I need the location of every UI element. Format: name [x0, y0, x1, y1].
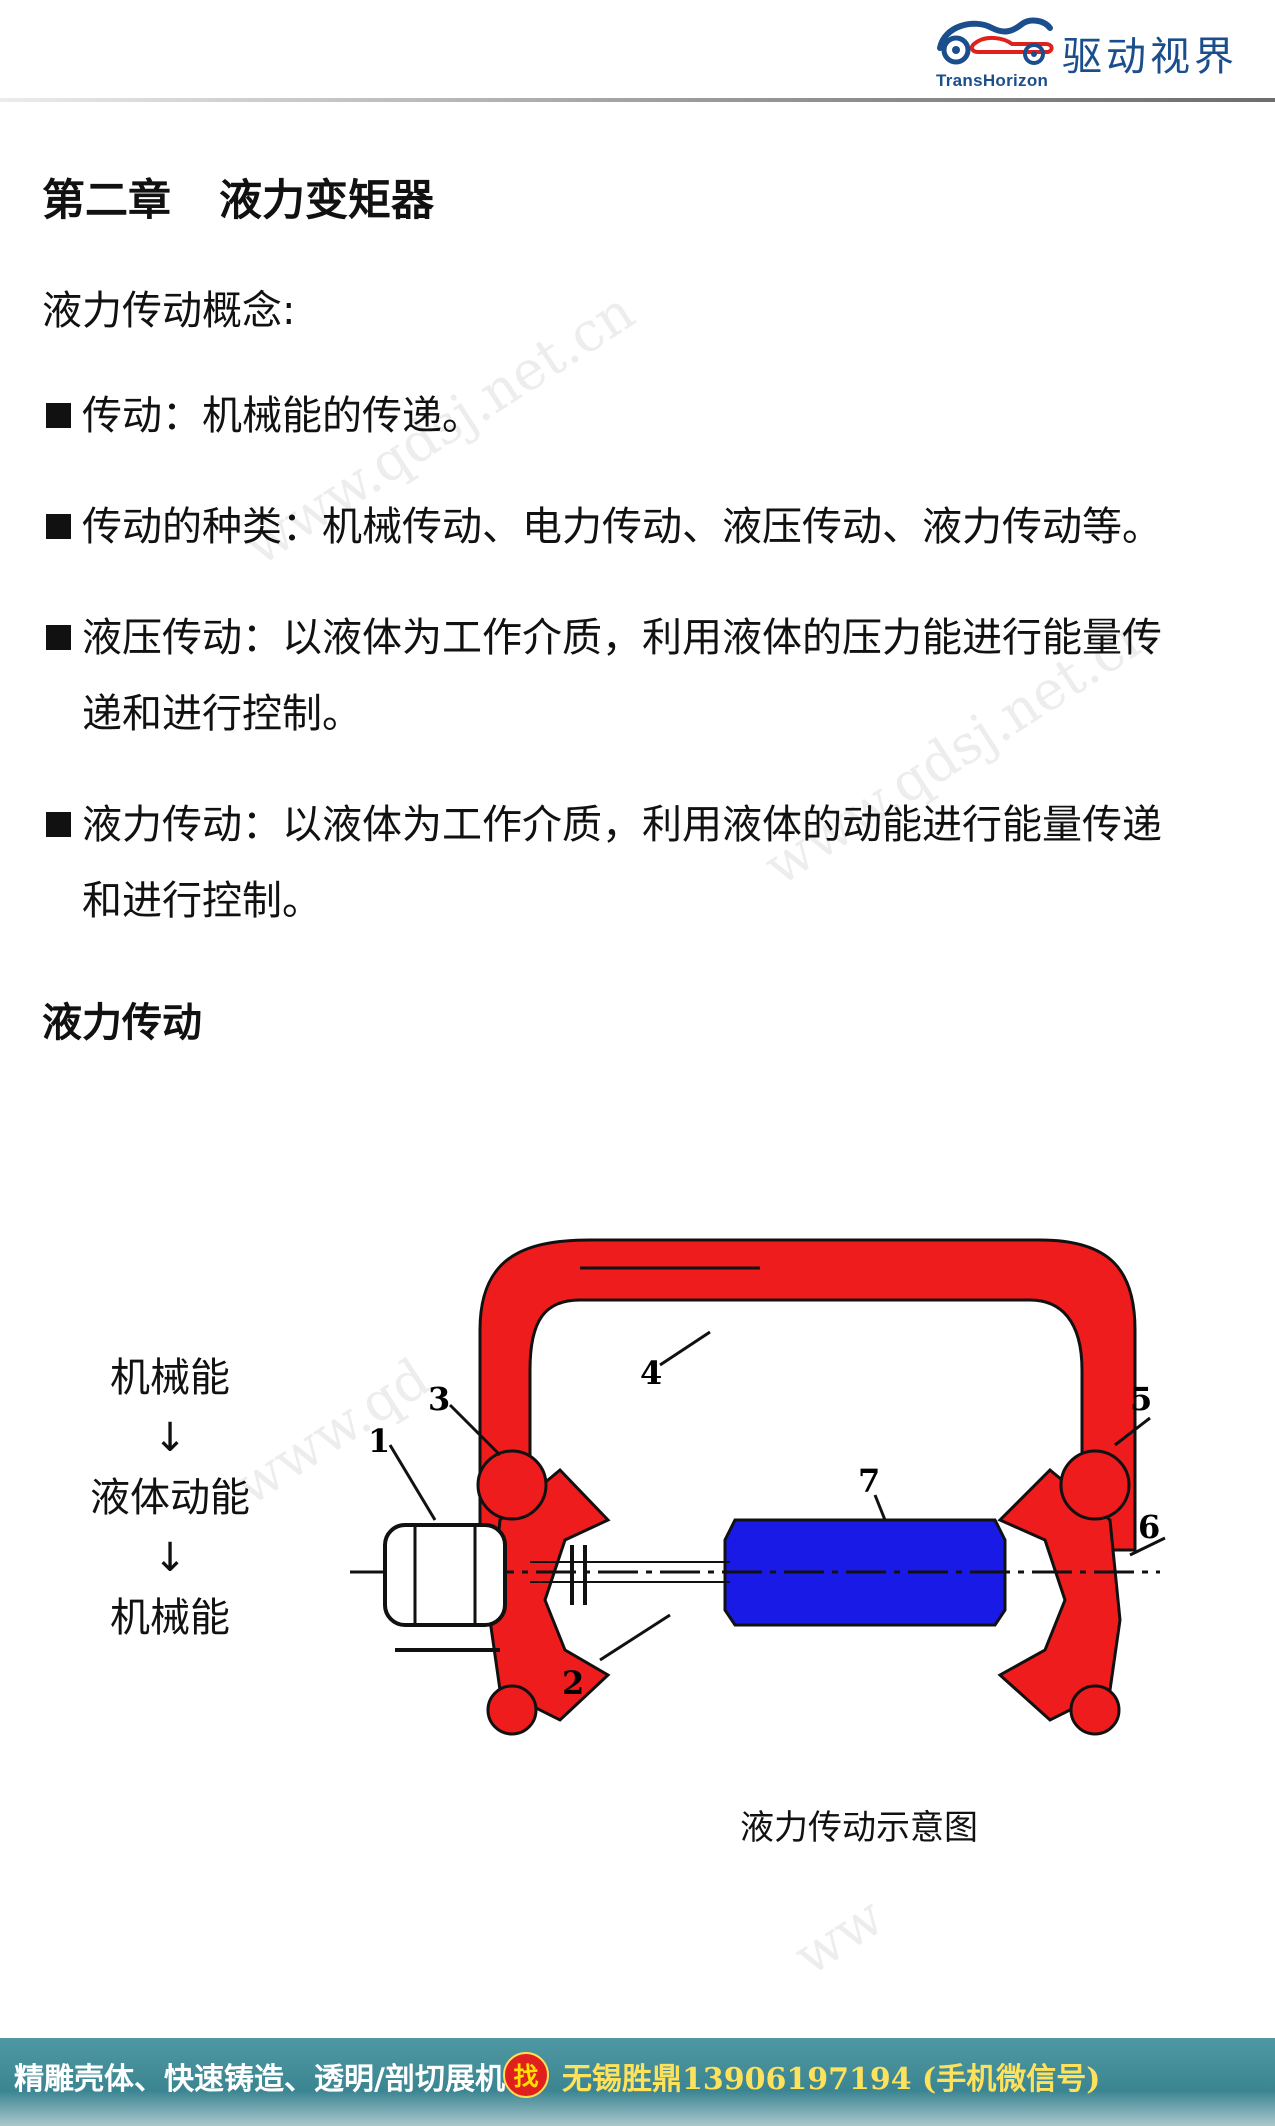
bullet-item: 液力传动：以液体为工作介质，利用液体的动能进行能量传递 和进行控制。	[42, 787, 1242, 939]
housing-loop	[478, 1238, 1137, 1552]
square-bullet-icon	[46, 625, 71, 650]
down-arrow-icon: ↓	[153, 1535, 187, 1581]
bullet-text: 液压传动：以液体为工作介质，利用液体的压力能进行能量传	[82, 615, 1162, 661]
car-swirl-logo-icon	[937, 17, 1054, 65]
chapter-name: 液力变矩器	[219, 176, 434, 226]
footer-contact: 无锡胜鼎13906197194 (手机微信号)	[562, 2062, 1101, 2097]
flow-step: 机械能	[110, 1355, 230, 1401]
energy-flow: 机械能 ↓ 液体动能 ↓ 机械能	[60, 1348, 280, 1648]
diagram-label: 1	[368, 1422, 390, 1460]
bullet-item: 液压传动：以液体为工作介质，利用液体的压力能进行能量传 递和进行控制。	[42, 600, 1242, 752]
square-bullet-icon	[46, 514, 71, 539]
brand-name-en: TransHorizon	[936, 71, 1049, 90]
section-heading: 液力传动	[42, 1000, 202, 1046]
bullet-text: 液力传动：以液体为工作介质，利用液体的动能进行能量传递	[82, 802, 1162, 848]
chapter-number: 第二章	[42, 176, 171, 226]
bullet-text-continued: 和进行控制。	[82, 878, 322, 924]
down-arrow-icon: ↓	[153, 1415, 187, 1461]
diagram-label: 5	[1130, 1380, 1152, 1418]
diagram-label: 2	[562, 1664, 584, 1702]
pump-wheel	[488, 1467, 611, 1722]
hydraulic-coupling-diagram: 1 2 3 4 5 6 7	[350, 1238, 1166, 1736]
bullet-item: 传动：机械能的传递。	[42, 378, 1242, 454]
diagram-caption: 液力传动示意图	[740, 1808, 978, 1848]
footer-left-text: 精雕壳体、快速铸造、透明/剖切展机	[14, 2062, 505, 2097]
bullet-item: 传动的种类：机械传动、电力传动、液压传动、液力传动等。	[42, 489, 1242, 565]
square-bullet-icon	[46, 812, 71, 837]
footer-banner: 精雕壳体、快速铸造、透明/剖切展机 找 无锡胜鼎13906197194 (手机微…	[0, 2038, 1275, 2126]
bullet-text: 传动的种类：机械传动、电力传动、液压传动、液力传动等。	[82, 504, 1162, 550]
bullet-text-continued: 递和进行控制。	[82, 691, 362, 737]
footer-badge: 找	[503, 2052, 549, 2098]
diagram-label: 6	[1138, 1508, 1160, 1546]
flow-step: 机械能	[110, 1595, 230, 1641]
concept-heading: 液力传动概念:	[42, 288, 296, 334]
brand-name-cn: 驱动视界	[1062, 34, 1238, 80]
diagram-label: 3	[428, 1380, 450, 1418]
watermark: ww	[782, 1884, 895, 1988]
chapter-title: 第二章液力变矩器	[42, 166, 434, 228]
bullet-text: 传动：机械能的传递。	[82, 393, 482, 439]
turbine-wheel	[997, 1467, 1122, 1722]
brand-logo: TransHorizon 驱动视界	[934, 14, 1264, 90]
diagram-label: 4	[640, 1354, 662, 1392]
square-bullet-icon	[46, 403, 71, 428]
header-divider	[0, 98, 1275, 102]
flow-step: 液体动能	[90, 1475, 250, 1521]
diagram-label: 7	[858, 1462, 880, 1500]
